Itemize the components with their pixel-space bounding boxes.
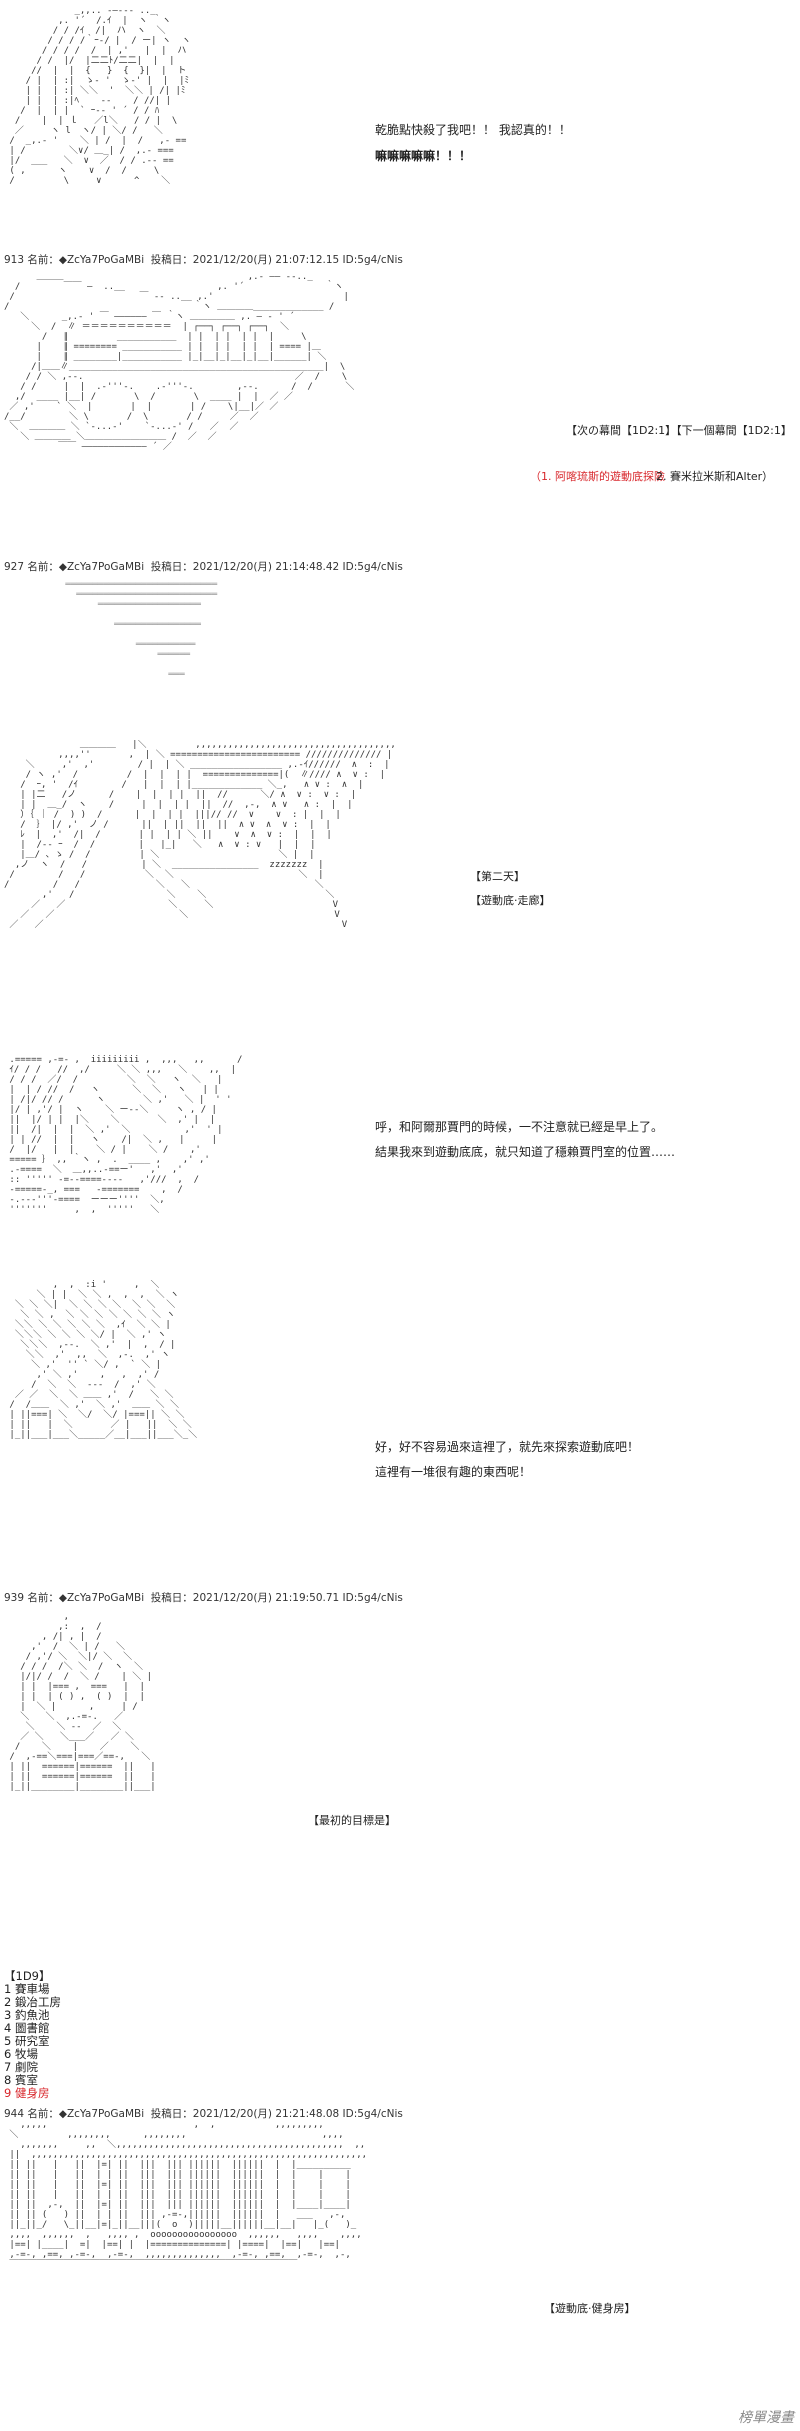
dialogue-line: 嘛嘛嘛嘛嘛！！！ xyxy=(375,149,472,163)
location-label: 【遊動底·走廊】 xyxy=(470,894,551,907)
goal-list: 【1D9】 1 賽車場 2 鍛冶工房 3 釣魚池 4 圖書館 5 研究室 6 牧… xyxy=(4,1970,61,2100)
option-1: （1. 阿喀琉斯的遊動底探險 xyxy=(530,470,665,483)
ascii-art-gym: ,,,,, , , ,,,,,,,,, ＼ ,,,,,,,, ,,,,,,,, … xyxy=(9,2120,368,2270)
dice-roll-label: 【1D9】 xyxy=(4,1969,51,1983)
ascii-art-ship: ＿＿＿ ,.- ―― ‐-.._ / ￣￣ ― ..__ ,. '´ ｀ヽ / … xyxy=(4,272,355,452)
watermark-text: 榜單漫畫 xyxy=(738,2410,794,2426)
dialogue-line: 乾脆點快殺了我吧！！ 我認真的！！ xyxy=(375,123,571,137)
next-interlude-roll: 【次の幕間【1D2:1】【下一個幕間【1D2:1】 xyxy=(566,424,792,437)
narration-line: 呼，和阿爾那賈門的時候，一不注意就已經是早上了。 xyxy=(375,1120,664,1134)
list-item: 3 釣魚池 xyxy=(4,2008,50,2022)
list-item: 7 劇院 xyxy=(4,2060,38,2074)
list-item: 8 賓室 xyxy=(4,2073,38,2087)
list-item-selected: 9 健身房 xyxy=(4,2086,50,2100)
list-item: 1 賽車場 xyxy=(4,1982,50,1996)
location-label: 【遊動底·健身房】 xyxy=(544,2302,636,2315)
narration-line: 這裡有一堆很有趣的東西呢！ xyxy=(375,1465,532,1479)
ascii-art-character-2: .===== ,-=- , iiiiiiiii , ,,, ,, / ｲ/ / … xyxy=(9,1055,243,1215)
post-header: 913 名前：◆ZcYa7PoGaMBi ￼ 投稿日：2021/12/20(月)… xyxy=(4,254,403,266)
ascii-art-corridor: ＿＿＿＿ |＼ ,,,,,,,,,,,,,,,,,,,,,,,,,,,,,,,,… xyxy=(4,740,396,930)
post-header: 944 名前：◆ZcYa7PoGaMBi ￼ 投稿日：2021/12/20(月)… xyxy=(4,2108,403,2120)
list-item: 5 研究室 xyxy=(4,2034,50,2048)
narration-line: 好，好不容易過來這裡了，就先來探索遊動底吧！ xyxy=(375,1440,640,1454)
list-item: 4 圖書館 xyxy=(4,2021,50,2035)
ascii-art-transition: ════════════════════════════ ═══════════… xyxy=(65,580,218,680)
day-label: 【第二天】 xyxy=(470,870,525,883)
ascii-art-character-3: , , :i ' , ＼ ＼ | | ＼ ＼ , , , ＼ ヽ ＼ ＼ ＼| … xyxy=(9,1280,198,1440)
ascii-art-character-4: , ,: , / , /| , | / ,' / ＼ | / ＼ / ,'/ ＼… xyxy=(9,1612,156,1792)
narration-line: 結果我來到遊動底底，就只知道了穩賴賈門室的位置…… xyxy=(375,1145,676,1159)
ascii-art-character-1: _,,.. -―‐-- .._ ,. '´ /.ｲ | ヽ ｀ヽ / / /ｲ … xyxy=(9,6,191,186)
first-goal-label: 【最初的目標是】 xyxy=(308,1814,396,1827)
list-item: 2 鍛冶工房 xyxy=(4,1995,61,2009)
post-header: 939 名前：◆ZcYa7PoGaMBi ￼ 投稿日：2021/12/20(月)… xyxy=(4,1592,403,1604)
option-2: 2. 賽米拉米斯和Alter） xyxy=(656,470,774,483)
post-header: 927 名前：◆ZcYa7PoGaMBi ￼ 投稿日：2021/12/20(月)… xyxy=(4,561,403,573)
list-item: 6 牧場 xyxy=(4,2047,38,2061)
